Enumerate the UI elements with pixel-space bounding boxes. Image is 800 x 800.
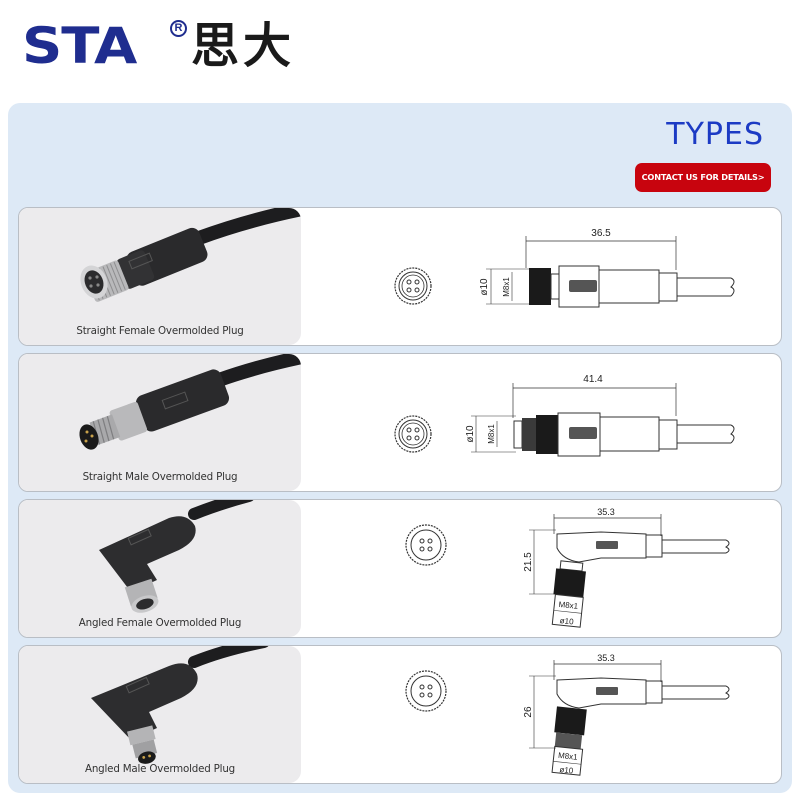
product-card-angled-male[interactable]: Angled Male Overmolded Plug 35.3 26 xyxy=(18,645,782,784)
pin-face-icon xyxy=(405,670,447,712)
svg-text:26: 26 xyxy=(523,706,534,718)
product-caption: Angled Male Overmolded Plug xyxy=(85,763,235,775)
straight-female-connector-icon xyxy=(80,208,301,302)
technical-drawing: 35.3 21.5 M8x1 ø10 xyxy=(301,500,781,637)
svg-text:M8x1: M8x1 xyxy=(487,424,496,444)
brand-logo: STA R 思大 xyxy=(22,18,295,74)
pin-face-icon xyxy=(394,267,432,305)
technical-drawing: 36.5 ø10 M8x1 xyxy=(301,208,781,345)
svg-text:35.3: 35.3 xyxy=(597,507,615,517)
technical-drawing: 41.4 ø10 M8x1 xyxy=(301,354,781,491)
svg-text:21.5: 21.5 xyxy=(523,552,534,572)
product-photo: Angled Male Overmolded Plug xyxy=(19,646,301,783)
svg-text:ø10: ø10 xyxy=(465,425,476,443)
angled-female-connector-icon xyxy=(99,500,254,613)
product-card-straight-male[interactable]: Straight Male Overmolded Plug 41.4 ø10 xyxy=(18,353,782,492)
product-card-straight-female[interactable]: Straight Female Overmolded Plug 36.5 xyxy=(18,207,782,346)
svg-text:ø10: ø10 xyxy=(559,616,574,626)
section-title: TYPES xyxy=(666,117,764,152)
svg-text:ø10: ø10 xyxy=(479,278,490,296)
svg-text:36.5: 36.5 xyxy=(591,228,611,239)
product-photo: Straight Male Overmolded Plug xyxy=(19,354,301,491)
product-caption: Straight Female Overmolded Plug xyxy=(76,325,244,337)
pin-face-icon xyxy=(405,524,447,566)
product-card-angled-female[interactable]: Angled Female Overmolded Plug 35.3 21.5 xyxy=(18,499,782,638)
types-panel: TYPES CONTACT US FOR DETAILS> xyxy=(8,103,792,793)
logo-chinese-text: 思大 xyxy=(191,18,296,74)
logo-text: STA xyxy=(22,17,137,75)
product-photo: Angled Female Overmolded Plug xyxy=(19,500,301,637)
contact-us-button[interactable]: CONTACT US FOR DETAILS> xyxy=(635,163,771,192)
svg-text:M8x1: M8x1 xyxy=(558,751,579,762)
svg-text:M8x1: M8x1 xyxy=(502,277,511,297)
technical-drawing: 35.3 26 M8x1 ø10 xyxy=(301,646,781,783)
svg-text:35.3: 35.3 xyxy=(597,653,615,663)
product-photo: Straight Female Overmolded Plug xyxy=(19,208,301,345)
product-caption: Straight Male Overmolded Plug xyxy=(82,471,238,483)
straight-male-connector-icon xyxy=(79,354,301,450)
svg-text:41.4: 41.4 xyxy=(583,374,603,385)
svg-text:ø10: ø10 xyxy=(559,765,574,775)
product-caption: Angled Female Overmolded Plug xyxy=(78,617,242,629)
svg-text:M8x1: M8x1 xyxy=(558,600,579,611)
pin-face-icon xyxy=(394,415,432,453)
angled-male-connector-icon xyxy=(91,646,269,764)
registered-mark-icon: R xyxy=(170,20,187,37)
